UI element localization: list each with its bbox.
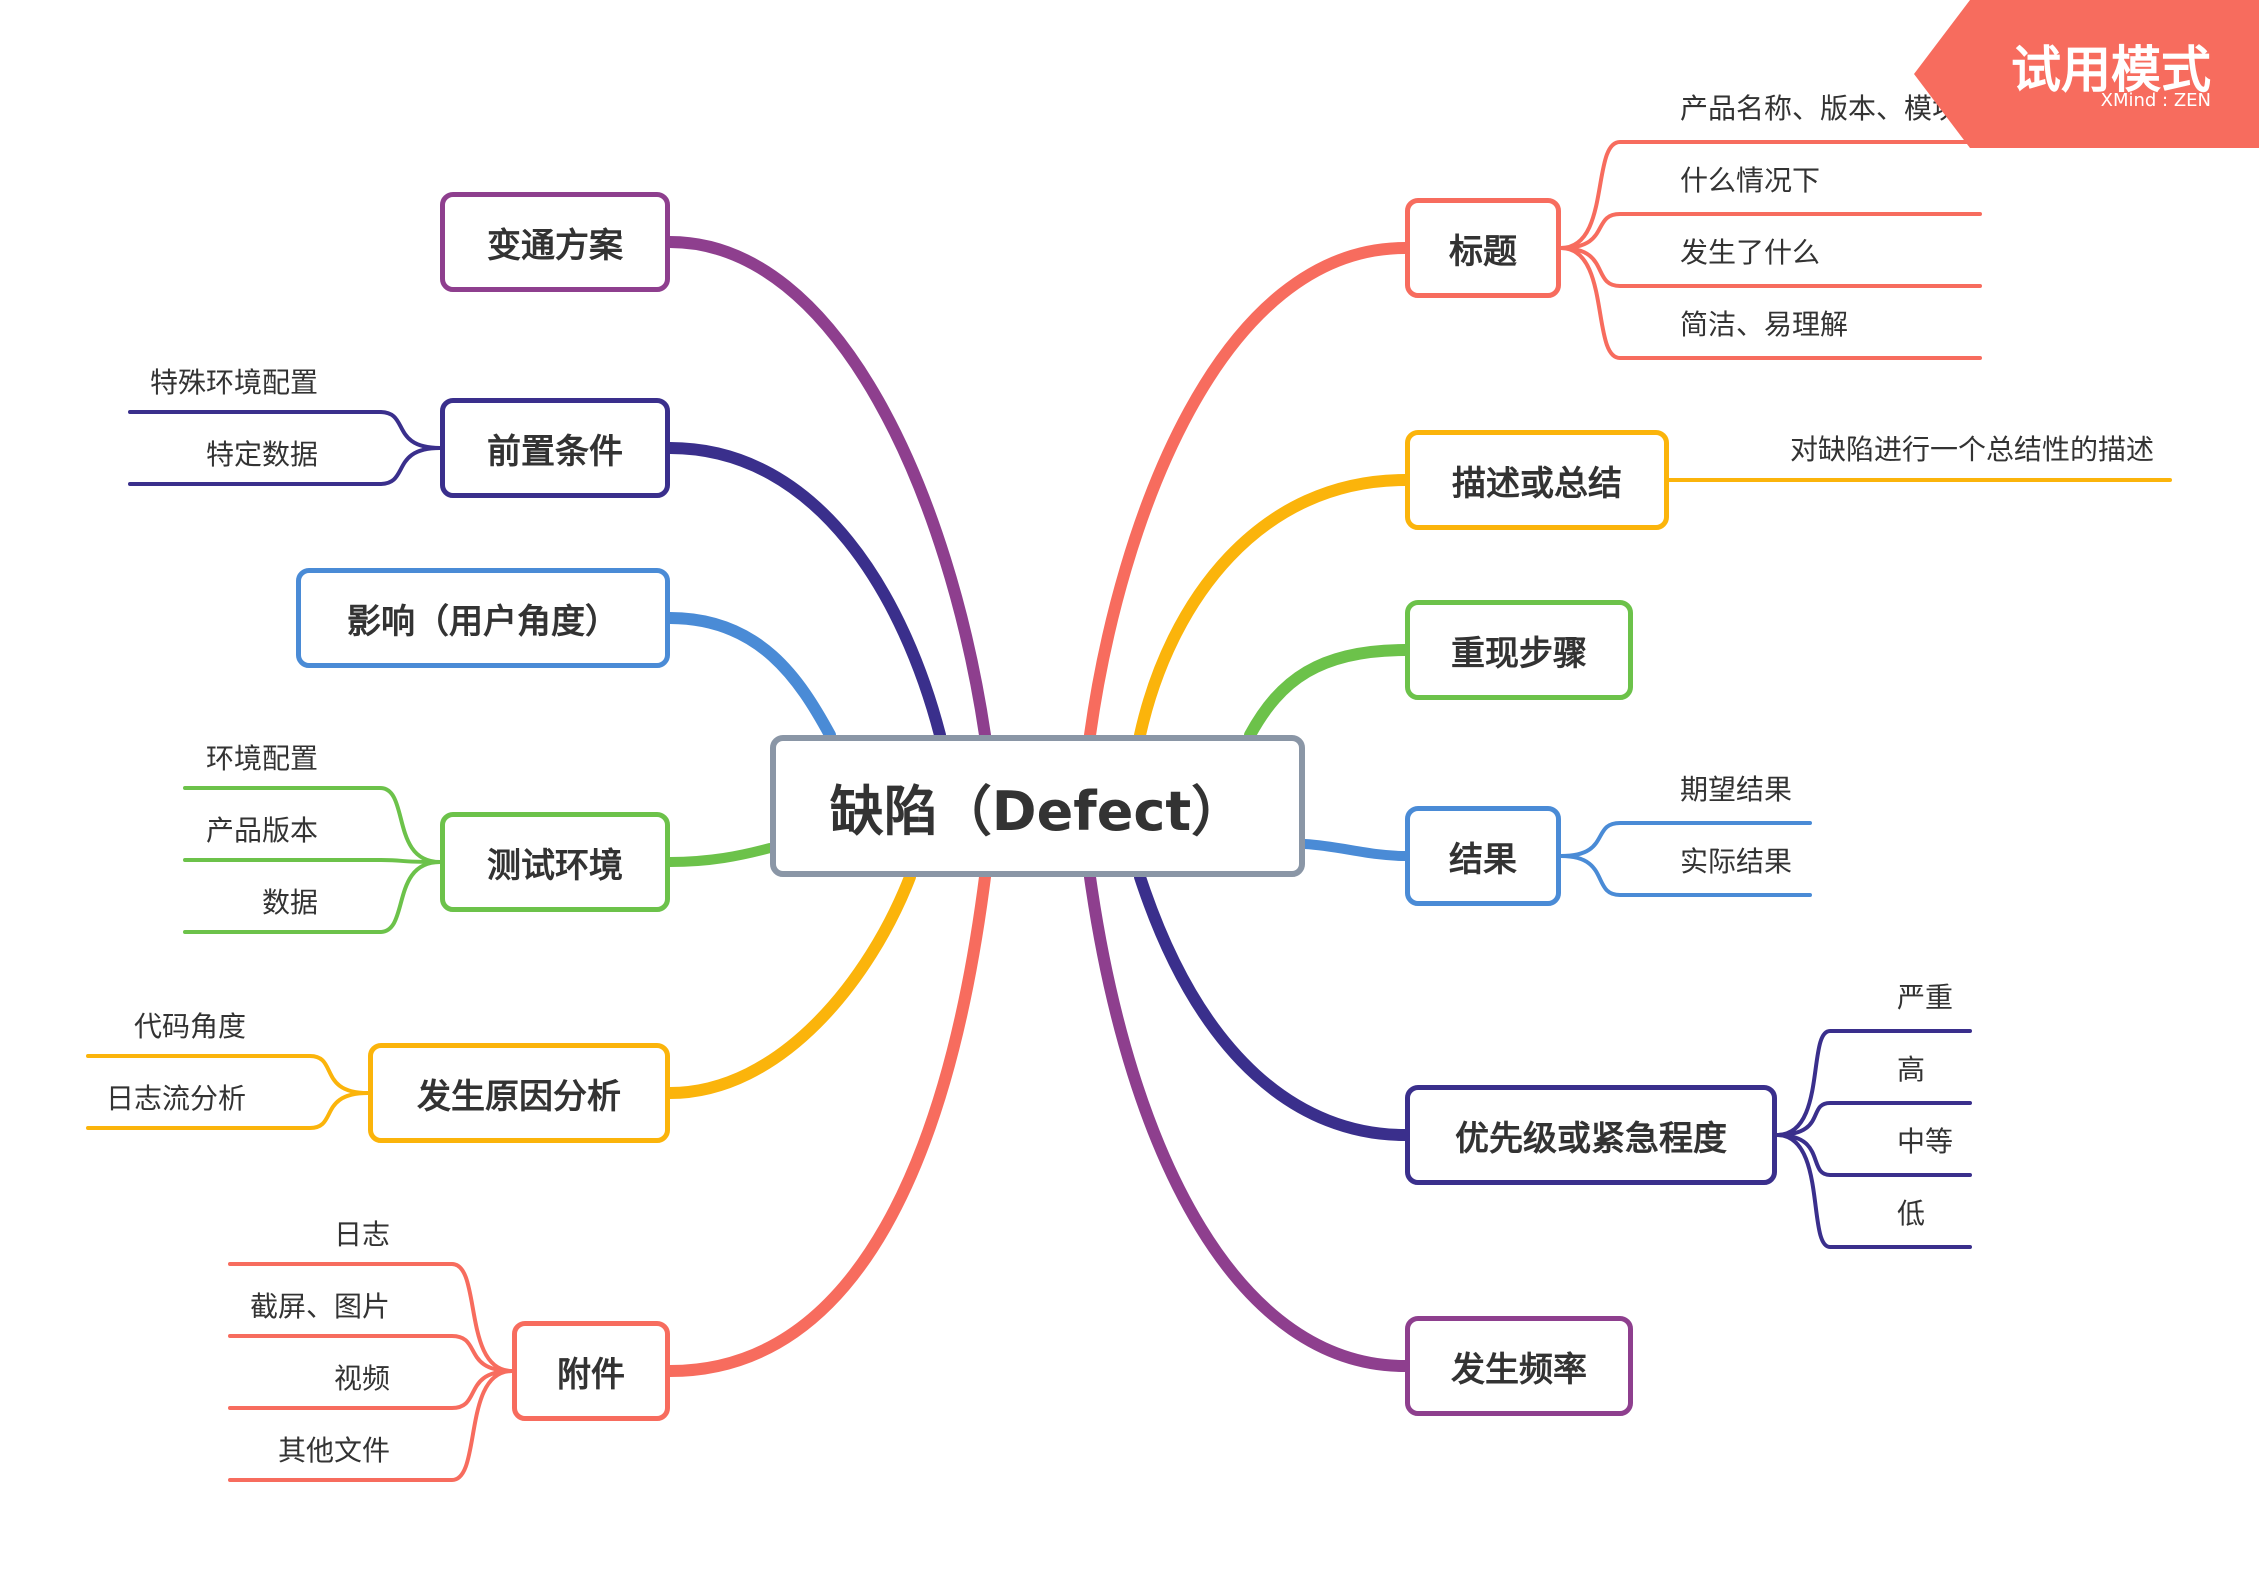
topic-title[interactable]: 标题: [1405, 198, 1561, 298]
branch-line-title: [1084, 242, 1411, 741]
subtopic-medium[interactable]: 中等: [1897, 1125, 1954, 1158]
subline-precondition-0: [128, 410, 442, 450]
branch-line-environment: [665, 843, 775, 867]
subtopic-summary-description[interactable]: 对缺陷进行一个总结性的描述: [1790, 433, 2155, 466]
subtopic-actual-result[interactable]: 实际结果: [1680, 845, 1793, 878]
subtopic-concise[interactable]: 简洁、易理解: [1680, 308, 1849, 341]
topic-priority-label: 优先级或紧急程度: [1455, 1118, 1727, 1159]
subtopic-low[interactable]: 低: [1897, 1197, 1926, 1230]
topic-repro-steps-label: 重现步骤: [1451, 633, 1587, 674]
subline-attachment-2: [228, 1369, 514, 1410]
branch-line-precondition: [664, 442, 946, 741]
branch-line-impact: [664, 612, 836, 741]
topic-frequency-label: 发生频率: [1451, 1349, 1587, 1390]
subtopic-other-files[interactable]: 其他文件: [277, 1434, 390, 1467]
topic-attachment[interactable]: 附件: [512, 1321, 670, 1421]
subline-priority-1: [1775, 1101, 1972, 1137]
subline-attachment-1: [228, 1334, 514, 1373]
subtopic-product-version[interactable]: 产品版本: [205, 814, 318, 847]
subtopic-specific-data[interactable]: 特定数据: [205, 438, 318, 471]
subtopic-what-happened[interactable]: 发生了什么: [1680, 236, 1821, 269]
topic-cause[interactable]: 发生原因分析: [368, 1043, 670, 1143]
subline-cause-1: [86, 1091, 370, 1130]
topic-impact[interactable]: 影响（用户角度）: [296, 568, 670, 668]
subtopic-expected-result[interactable]: 期望结果: [1680, 773, 1793, 806]
topic-workaround-label: 变通方案: [487, 225, 623, 266]
topic-impact-label: 影响（用户角度）: [347, 601, 619, 642]
branch-line-frequency: [1084, 871, 1411, 1372]
subline-attachment-0: [228, 1262, 514, 1373]
subline-attachment-3: [228, 1369, 514, 1482]
subline-precondition-1: [128, 446, 442, 486]
subtopic-under-what-condition[interactable]: 什么情况下: [1680, 164, 1821, 197]
topic-description[interactable]: 描述或总结: [1405, 430, 1669, 530]
subtopic-special-env-config[interactable]: 特殊环境配置: [149, 366, 318, 399]
central-topic[interactable]: 缺陷（Defect）: [770, 735, 1305, 877]
subline-result-0: [1559, 821, 1812, 858]
subline-cause-0: [86, 1054, 370, 1095]
topic-title-label: 标题: [1449, 231, 1517, 272]
subtopic-screenshot-image[interactable]: 截屏、图片: [249, 1290, 390, 1323]
topic-precondition-label: 前置条件: [487, 431, 623, 472]
topic-result-label: 结果: [1449, 839, 1517, 880]
banner-shape: [1914, 0, 2259, 148]
subline-priority-3: [1775, 1133, 1972, 1249]
topic-environment-label: 测试环境: [487, 845, 623, 886]
branch-line-cause: [664, 871, 916, 1099]
xmind-zen-logo: XMind : ZEN: [2100, 90, 2211, 111]
topic-frequency[interactable]: 发生频率: [1405, 1316, 1633, 1416]
subline-priority-2: [1775, 1133, 1972, 1177]
topic-repro-steps[interactable]: 重现步骤: [1405, 600, 1633, 700]
branch-line-repro: [1244, 644, 1411, 741]
topic-priority[interactable]: 优先级或紧急程度: [1405, 1085, 1777, 1185]
topic-environment[interactable]: 测试环境: [440, 812, 670, 912]
subline-result-1: [1559, 854, 1812, 897]
topic-attachment-label: 附件: [557, 1354, 625, 1395]
subtopic-data[interactable]: 数据: [261, 886, 318, 919]
subline-environment-0: [183, 786, 442, 864]
topic-precondition[interactable]: 前置条件: [440, 398, 670, 498]
subline-title-0: [1559, 140, 1982, 250]
subline-title-3: [1559, 246, 1982, 360]
trial-mode-banner: 试用模式 XMind : ZEN: [1910, 0, 2259, 148]
subtopic-severe[interactable]: 严重: [1897, 981, 1954, 1014]
trial-mode-title: 试用模式: [2011, 41, 2211, 99]
branch-line-priority: [1134, 871, 1411, 1141]
subtopic-log[interactable]: 日志: [333, 1218, 390, 1251]
topic-result[interactable]: 结果: [1405, 806, 1561, 906]
subtopic-video[interactable]: 视频: [333, 1362, 390, 1395]
subline-environment-1: [183, 858, 442, 864]
subtopic-code-perspective[interactable]: 代码角度: [133, 1010, 246, 1043]
central-topic-label: 缺陷（Defect）: [829, 779, 1246, 843]
subline-title-1: [1559, 212, 1982, 250]
subtopic-high[interactable]: 高: [1897, 1053, 1926, 1086]
branch-line-result: [1300, 839, 1410, 861]
subline-title-2: [1559, 246, 1982, 288]
branch-line-description: [1134, 474, 1411, 741]
subline-priority-0: [1775, 1029, 1972, 1137]
topic-description-label: 描述或总结: [1452, 463, 1622, 504]
subtopic-product-name[interactable]: 产品名称、版本、模块: [1680, 92, 1961, 125]
topic-cause-label: 发生原因分析: [417, 1076, 621, 1117]
subtopic-log-flow-analysis[interactable]: 日志流分析: [105, 1082, 246, 1115]
subtopic-env-config[interactable]: 环境配置: [205, 742, 318, 775]
branch-line-attachment: [664, 871, 991, 1377]
branch-line-workaround: [664, 236, 991, 741]
topic-workaround[interactable]: 变通方案: [440, 192, 670, 292]
subline-environment-2: [183, 860, 442, 934]
